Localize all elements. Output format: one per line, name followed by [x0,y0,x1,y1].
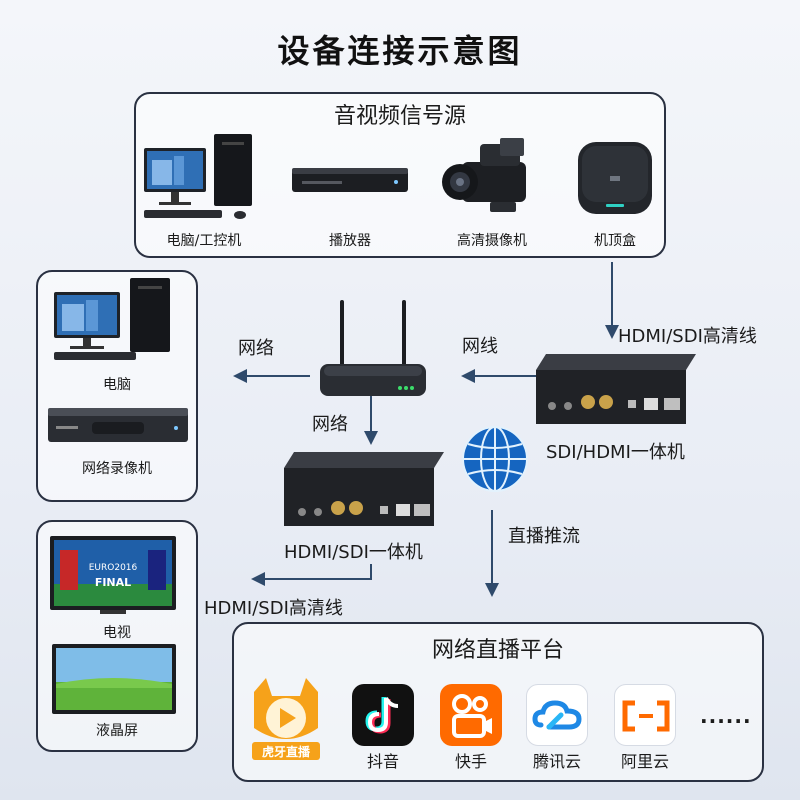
link-hdmi-sdi-bottom: HDMI/SDI高清线 [204,598,343,619]
camcorder-icon [442,138,526,212]
router-icon [320,300,426,396]
label-lcd: 液晶屏 [96,723,138,739]
encoder-center-icon [284,452,444,526]
page-title: 设备连接示意图 [277,32,523,70]
platform-label-aliyun: 阿里云 [620,752,669,771]
platform-label-douyin: 抖音 [366,752,399,771]
platform-label-kuaishou: 快手 [454,752,487,771]
set-top-box-icon [578,142,652,214]
kuaishou-logo-icon [440,684,502,746]
desktop-pc-icon [144,134,252,219]
line-center-to-tv [262,564,372,580]
lcd-screen-icon [52,644,176,714]
link-live-push: 直播推流 [508,526,580,547]
encoder-right-icon [536,354,696,424]
huya-badge-text: 虎牙直播 [262,744,311,759]
aliyun-logo-icon [614,684,676,746]
nvr-icon [48,408,188,442]
tv-euro-text: EURO2016 [89,563,138,573]
label-pc: 电脑 [103,377,131,393]
source-label-stb: 机顶盒 [594,233,636,249]
platforms-more: ...... [700,704,752,728]
link-network-down: 网络 [312,414,348,435]
platforms-title: 网络直播平台 [431,638,564,663]
label-nvr: 网络录像机 [82,461,152,477]
platform-label-tencent: 腾讯云 [532,752,581,771]
label-tv: 电视 [103,625,131,641]
link-network-left: 网络 [238,338,274,359]
encoder-right-label: SDI/HDMI一体机 [546,442,685,463]
source-label-camera: 高清摄像机 [457,233,527,249]
tv-final-text: FINAL [95,576,131,589]
globe-icon [462,426,528,492]
source-label-player: 播放器 [329,233,371,249]
sources-title: 音视频信号源 [333,104,466,129]
huya-logo-icon: 虎牙直播 [252,678,320,760]
encoder-center-label: HDMI/SDI一体机 [284,542,423,563]
media-player-icon [292,168,408,192]
tencent-cloud-logo-icon [526,684,588,746]
douyin-logo-icon [352,684,414,746]
link-hdmi-sdi-top: HDMI/SDI高清线 [618,326,757,347]
link-net-cable: 网线 [462,336,498,357]
pc-receiver-icon [54,278,170,360]
tv-icon: EURO2016 FINAL [50,536,176,614]
source-label-pc: 电脑/工控机 [166,233,242,249]
